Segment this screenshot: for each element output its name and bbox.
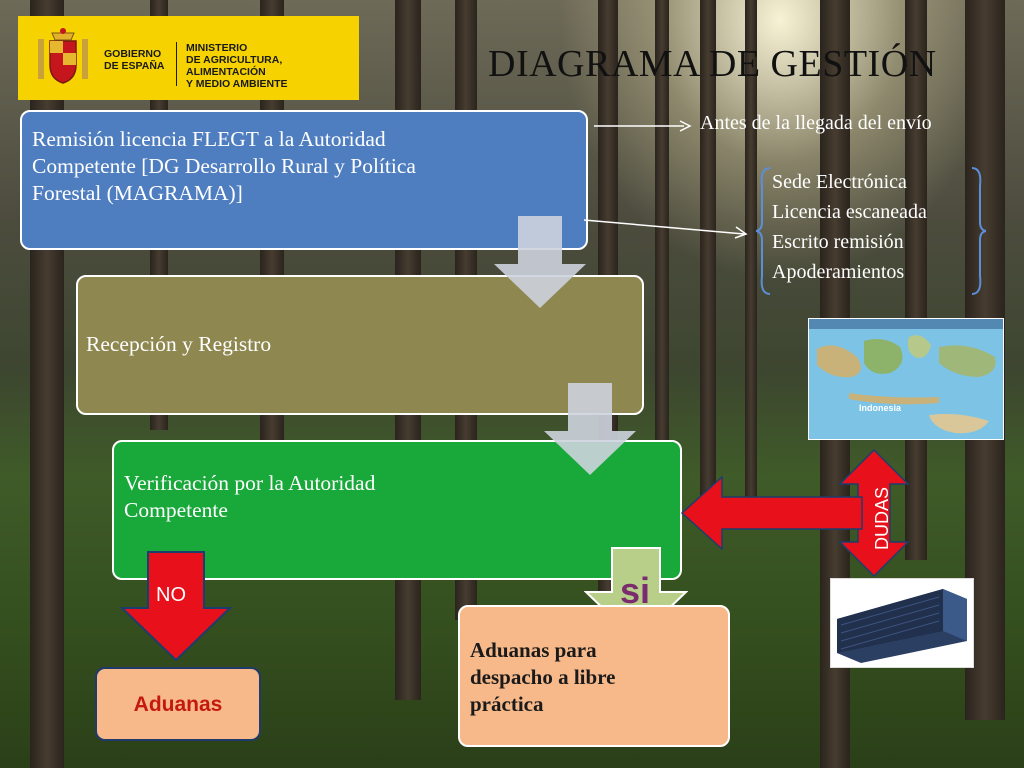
left-brace-icon <box>756 167 771 295</box>
map-islands-icon <box>809 319 1003 434</box>
arrow-diagonal-icon <box>584 219 748 239</box>
si-label: si <box>620 570 651 611</box>
note-item: Licencia escaneada <box>772 201 927 223</box>
ministry-logo: GOBIERNO DE ESPAÑA MINISTERIO DE AGRICUL… <box>18 16 359 100</box>
dudas-arrows-icon <box>680 448 910 578</box>
container-icon <box>837 589 967 663</box>
ministry-text: MINISTERIO DE AGRICULTURA, ALIMENTACIÓN … <box>186 42 359 90</box>
note-before: Antes de la llegada del envío <box>700 112 932 134</box>
result-despacho-text: Aduanas para despacho a libre práctica <box>470 638 616 716</box>
no-arrow-icon <box>120 551 232 662</box>
down-arrow-icon <box>494 216 586 308</box>
min-line1: MINISTERIO <box>186 42 248 54</box>
step-verificacion-text: Verificación por la Autoridad Competente <box>124 471 376 522</box>
down-arrow-icon <box>544 383 636 475</box>
tree-trunk <box>745 0 757 500</box>
gov-text: GOBIERNO DE ESPAÑA <box>104 48 164 72</box>
note-item: Apoderamientos <box>772 261 905 283</box>
tree-trunk <box>700 0 716 520</box>
map-label: Indonesia <box>859 403 902 413</box>
indonesia-map-image: Indonesia <box>808 318 1004 440</box>
gov-line2: DE ESPAÑA <box>104 60 165 72</box>
arrow-right-icon <box>594 120 692 132</box>
result-aduanas-box: Aduanas <box>95 667 261 741</box>
page-title: DIAGRAMA DE GESTIÓN <box>488 43 937 85</box>
notes-list: Sede Electrónica Licencia escaneada Escr… <box>772 167 927 287</box>
coat-of-arms-icon <box>38 28 88 84</box>
shipping-container-image <box>830 578 974 668</box>
note-item: Escrito remisión <box>772 231 904 253</box>
no-label: NO <box>156 584 186 606</box>
dudas-label: DUDAS <box>872 486 892 550</box>
min-line3: Y MEDIO AMBIENTE <box>186 78 288 90</box>
gov-line1: GOBIERNO <box>104 48 162 60</box>
step-recepcion-text: Recepción y Registro <box>86 332 272 356</box>
step-remision-text: Remisión licencia FLEGT a la Autoridad C… <box>32 127 416 205</box>
note-item: Sede Electrónica <box>772 171 907 193</box>
min-line2: DE AGRICULTURA, ALIMENTACIÓN <box>186 54 283 78</box>
right-brace-icon <box>971 167 986 295</box>
logo-divider <box>176 42 177 86</box>
tree-trunk <box>655 0 669 560</box>
result-despacho-box: Aduanas para despacho a libre práctica <box>458 605 730 747</box>
result-aduanas-text: Aduanas <box>133 692 223 716</box>
step-remision-box: Remisión licencia FLEGT a la Autoridad C… <box>20 110 588 250</box>
